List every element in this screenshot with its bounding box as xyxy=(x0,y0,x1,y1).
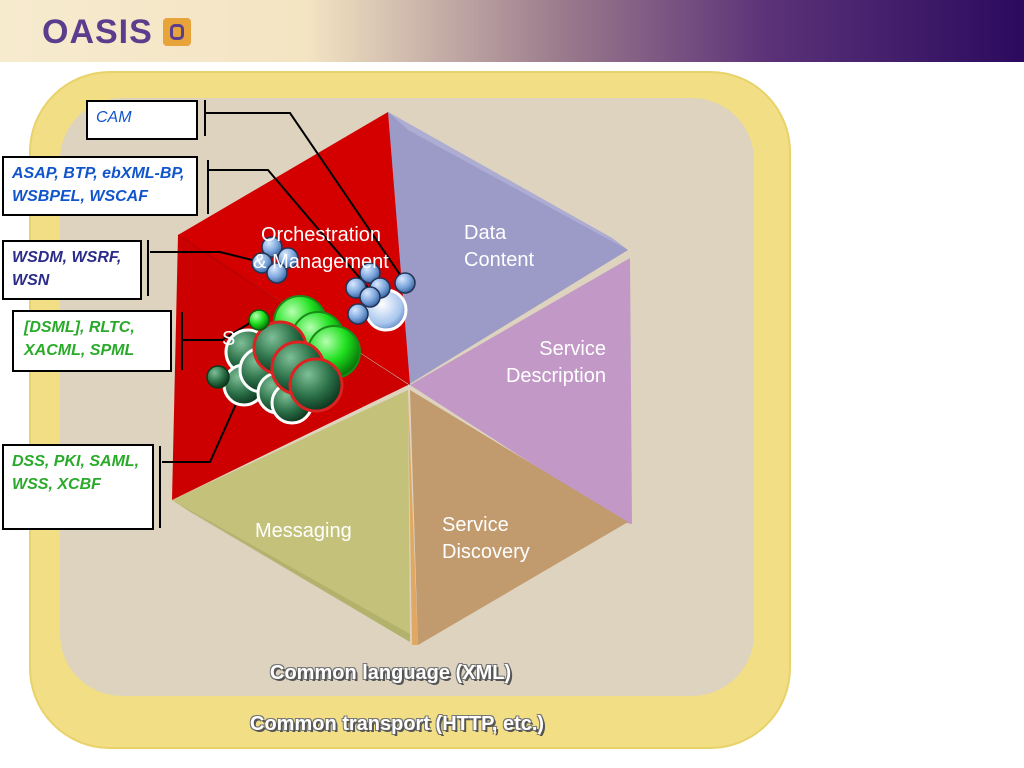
segment-messaging-edge xyxy=(172,500,410,642)
segment-data-content xyxy=(388,112,628,385)
standard-box-dss: DSS, PKI, SAML, WSS, XCBF xyxy=(2,444,154,530)
standard-box-dsml: [DSML], RLTC, XACML, SPML xyxy=(12,310,172,372)
segment-service-description xyxy=(410,258,632,524)
oasis-logo: OASIS xyxy=(42,10,191,54)
segment-messaging xyxy=(172,390,410,642)
label-orchestration: Orchestration & Management xyxy=(253,224,389,273)
connector-cam xyxy=(205,112,406,283)
label-service-discovery: Service Discovery xyxy=(442,514,530,563)
security-bubbles xyxy=(206,295,361,425)
connector-bpel xyxy=(208,169,371,291)
standard-box-cam: CAM xyxy=(86,100,198,140)
logo-text: OASIS xyxy=(42,12,153,51)
label-common-transport: Common transport (HTTP, etc.) xyxy=(250,713,545,735)
segment-service-discovery-edge xyxy=(408,392,418,645)
standard-box-bpel: ASAP, BTP, ebXML-BP, WSBPEL, WSCAF xyxy=(2,156,198,216)
header-banner: OASIS xyxy=(0,0,1024,62)
orchestration-bubbles xyxy=(251,236,416,332)
label-service-description: Service Description xyxy=(505,338,606,387)
label-data-content: Data Content xyxy=(464,222,535,271)
connector-dsml xyxy=(182,317,259,341)
segment-data-content-edge xyxy=(388,112,628,250)
label-messaging: Messaging xyxy=(255,520,352,542)
standard-box-wsdm: WSDM, WSRF, WSN xyxy=(2,240,142,300)
oasis-mark-icon xyxy=(162,18,191,46)
segment-service-discovery xyxy=(410,390,628,645)
label-common-language: Common language (XML) xyxy=(270,662,512,684)
connector-dss xyxy=(162,394,241,463)
label-security: S xyxy=(222,328,236,350)
